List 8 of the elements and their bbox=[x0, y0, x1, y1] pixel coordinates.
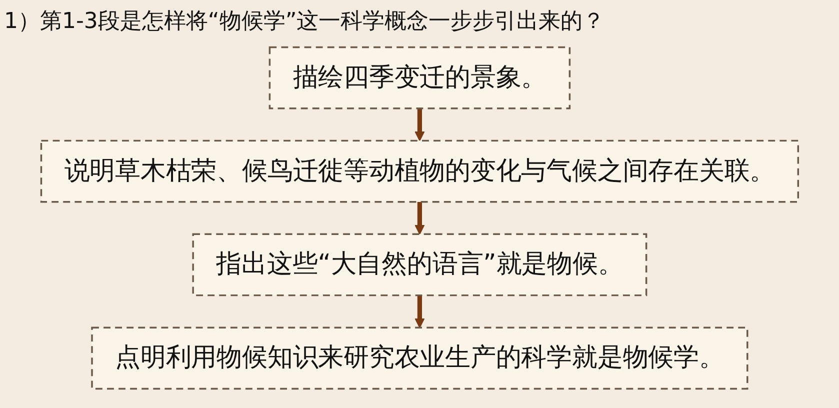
node-box: 描绘四季变迁的景象。 bbox=[268, 46, 570, 110]
node-box: 点明利用物候知识来研究农业生产的科学就是物候学。 bbox=[90, 326, 748, 390]
arrow bbox=[414, 108, 425, 142]
arrow bbox=[414, 202, 425, 235]
node-box: 说明草木枯荣、候鸟迁徙等动植物的变化与气候之间存在关联。 bbox=[40, 140, 799, 203]
question-title: 1）第1-3段是怎样将“物候学”这一科学概念一步步引出来的？ bbox=[3, 8, 606, 36]
arrow bbox=[414, 295, 425, 328]
node-box: 指出这些“大自然的语言”就是物候。 bbox=[192, 233, 647, 296]
